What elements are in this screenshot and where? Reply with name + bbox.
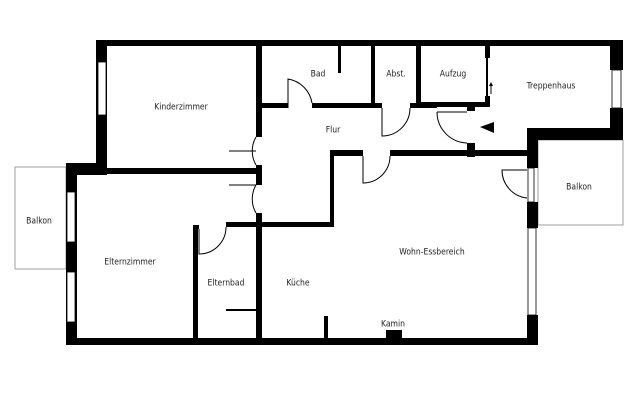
room-label-balkon-left: Balkon (26, 217, 52, 227)
room-label-kinderzimmer: Kinderzimmer (154, 103, 208, 113)
room-label-kamin: Kamin (381, 320, 405, 330)
room-label-treppenhaus: Treppenhaus (526, 82, 576, 92)
room-label-wohn-essbereich: Wohn-Essbereich (399, 248, 465, 258)
entrance-arrow-icon (480, 122, 494, 133)
room-label-kueche: Küche (286, 279, 309, 289)
room-label-elternbad: Elternbad (208, 279, 245, 289)
room-label-abst: Abst. (386, 70, 406, 80)
room-label-bad: Bad (311, 70, 326, 80)
balkon-left-area (14, 166, 67, 270)
elevator-arrow-icon (489, 82, 493, 94)
doors (198, 78, 528, 255)
room-label-flur: Flur (326, 126, 341, 136)
room-label-aufzug: Aufzug (440, 70, 467, 80)
windows (66, 61, 622, 323)
room-label-elternzimmer: Elternzimmer (104, 258, 156, 268)
room-label-balkon-right: Balkon (566, 183, 592, 193)
balkon-right-area (537, 139, 624, 226)
walls (66, 40, 623, 345)
